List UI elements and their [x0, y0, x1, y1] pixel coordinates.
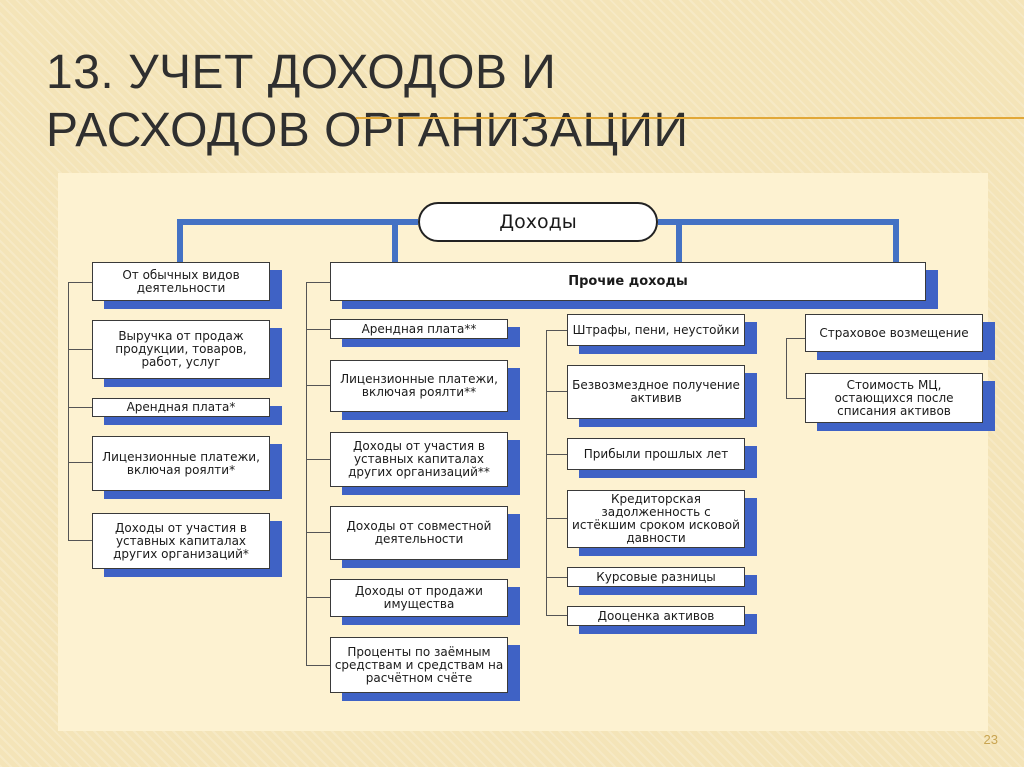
tick — [68, 282, 92, 283]
tick — [306, 385, 330, 386]
node-ordinary-activities: От обычных видов деятельности — [92, 262, 270, 301]
tick — [306, 282, 330, 283]
tick — [546, 577, 567, 578]
node-property-sale: Доходы от продажи имущества — [330, 579, 508, 617]
node-rent-other: Арендная плата** — [330, 319, 508, 339]
connector-drop-right1 — [676, 219, 682, 262]
node-fx-differences: Курсовые разницы — [567, 567, 745, 587]
tick — [68, 407, 92, 408]
node-rent-ordinary: Арендная плата* — [92, 398, 270, 417]
node-other-income: Прочие доходы — [330, 262, 926, 301]
node-joint-activity: Доходы от совместной деятельности — [330, 506, 508, 560]
connector-drop-mid — [392, 219, 398, 262]
node-equity-other: Доходы от участия в уставных капиталах д… — [330, 432, 508, 487]
node-license-ordinary: Лицензионные платежи, включая роялти* — [92, 436, 270, 491]
tree-line-other-col3 — [786, 338, 787, 398]
tick — [306, 532, 330, 533]
tick — [68, 540, 92, 541]
node-prior-profits: Прибыли прошлых лет — [567, 438, 745, 470]
slide-title: 13. УЧЕТ ДОХОДОВ И РАСХОДОВ ОРГАНИЗАЦИИ — [46, 46, 689, 157]
node-insurance: Страховое возмещение — [805, 314, 983, 352]
connector-drop-right2 — [893, 219, 899, 262]
tick — [68, 462, 92, 463]
node-interest: Проценты по заёмным средствам и средства… — [330, 637, 508, 693]
node-revaluation: Дооценка активов — [567, 606, 745, 626]
connector-drop-ordinary — [177, 219, 183, 262]
tick — [546, 518, 567, 519]
tick — [306, 459, 330, 460]
tree-line-ordinary — [68, 282, 69, 540]
tick — [546, 615, 567, 616]
tick — [546, 391, 567, 392]
tree-line-other-col2 — [546, 330, 547, 615]
tick — [306, 665, 330, 666]
connector-top-bar-right — [658, 219, 899, 225]
tick — [546, 330, 567, 331]
tick — [68, 349, 92, 350]
tick — [306, 597, 330, 598]
node-license-other: Лицензионные платежи, включая роялти** — [330, 360, 508, 412]
node-free-assets: Безвозмездное получение активив — [567, 365, 745, 419]
root-node: Доходы — [418, 202, 658, 242]
node-sales-revenue: Выручка от продаж продукции, товаров, ра… — [92, 320, 270, 379]
connector-top-bar — [177, 219, 418, 225]
node-payables: Кредиторская задолженность с истёкшим ср… — [567, 490, 745, 548]
tick — [546, 454, 567, 455]
tree-line-other-col1 — [306, 282, 307, 665]
node-equity-ordinary: Доходы от участия в уставных капиталах д… — [92, 513, 270, 569]
tick — [786, 338, 805, 339]
tick — [786, 398, 805, 399]
node-fines: Штрафы, пени, неустойки — [567, 314, 745, 346]
node-residual-inventory: Стоимость МЦ, остающихся после списания … — [805, 373, 983, 423]
title-underline — [356, 117, 1024, 119]
tick — [306, 329, 330, 330]
page-number: 23 — [983, 732, 998, 747]
